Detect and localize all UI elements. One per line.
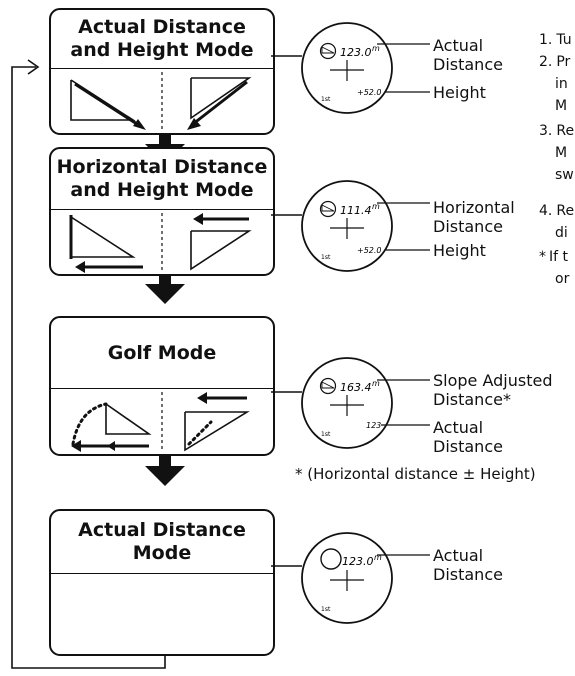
instruction-line: sw (555, 167, 574, 183)
down-arrow-3 (159, 456, 171, 468)
mode-box-horizontal-height: Horizontal Distance and Height Mode (49, 147, 275, 276)
display-sub-value: +52.0 (357, 88, 382, 97)
display-main-value: 163.4 (340, 381, 372, 394)
mode-title: Golf Mode (51, 318, 273, 389)
instruction-line: 2.Pr (539, 54, 571, 70)
footnote: * (Horizontal distance ± Height) (295, 465, 536, 483)
display-unit: m (372, 379, 380, 388)
instruction-line: 3.Re (539, 123, 575, 139)
mode-box-actual-height: Actual Distance and Height Mode (49, 8, 275, 135)
target-circle-icon (319, 42, 337, 60)
down-arrow-3-head (145, 466, 185, 486)
label-height-1: Height (433, 83, 486, 102)
instruction-line: *If t (539, 249, 568, 265)
horizontal-slope-down-icon (190, 213, 252, 271)
down-arrow-1 (159, 134, 171, 146)
actual-slope-down-icon (187, 77, 252, 130)
golf-shot-down-icon (184, 392, 250, 452)
instruction-line: 1.Tu (539, 32, 572, 48)
instruction-line: di (555, 225, 568, 241)
viewfinder-display-4: 123.0 m 1st (271, 532, 430, 624)
instruction-line: 4.Re (539, 203, 575, 219)
display-unit: m (374, 553, 382, 562)
label-horizontal-distance: Horizontal Distance (433, 198, 515, 236)
display-sub-value: 123 (366, 421, 381, 430)
instruction-line: M (555, 145, 568, 161)
mode-icons (51, 70, 273, 133)
display-main-value: 123.0 (340, 46, 372, 59)
viewfinder-display-1: 123.0 m +52.0 1st (271, 22, 430, 114)
display-main-value: 123.0 (342, 555, 374, 568)
display-tag: 1st (321, 431, 331, 438)
down-arrow-2 (159, 274, 171, 286)
display-main-value: 111.4 (340, 204, 372, 217)
slope-indicator-icon (321, 46, 335, 54)
viewfinder-display-2: 111.4 m +52.0 1st (271, 180, 430, 272)
instruction-line: in (555, 76, 568, 92)
display-tag: 1st (321, 606, 331, 613)
target-circle-icon (319, 377, 337, 395)
mode-title-text: Actual Distance and Height Mode (70, 16, 254, 61)
display-unit: m (372, 44, 380, 53)
mode-title-text: Actual Distance Mode (78, 519, 246, 564)
mode-title: Horizontal Distance and Height Mode (51, 149, 273, 210)
down-arrow-2-head (145, 284, 185, 304)
mode-icons (51, 211, 273, 274)
mode-title-text: Horizontal Distance and Height Mode (56, 156, 268, 201)
golf-shot-up-icon (71, 402, 152, 452)
instruction-line: M (555, 98, 568, 114)
display-tag: 1st (321, 96, 331, 103)
mode-title: Actual Distance and Height Mode (51, 10, 273, 69)
mode-box-golf: Golf Mode (49, 316, 275, 456)
slope-indicator-icon (321, 381, 335, 389)
actual-slope-up-icon (70, 79, 146, 130)
horizontal-slope-up-icon (69, 215, 143, 273)
slope-indicator-icon (321, 204, 335, 212)
viewfinder-display-3: 163.4 m 123 1st (271, 357, 430, 449)
label-height-2: Height (433, 241, 486, 260)
label-actual-distance-3: Actual Distance (433, 418, 503, 456)
mode-icons (51, 390, 273, 454)
target-circle-icon (320, 548, 342, 570)
mode-box-actual-distance: Actual Distance Mode (49, 509, 275, 656)
instruction-line: or (555, 271, 570, 287)
label-slope-adjusted-distance: Slope Adjusted Distance* (433, 371, 553, 409)
label-actual-distance-4: Actual Distance (433, 546, 503, 584)
display-tag: 1st (321, 254, 331, 261)
display-unit: m (372, 202, 380, 211)
target-circle-icon (319, 200, 337, 218)
mode-title-text: Golf Mode (107, 341, 217, 364)
display-sub-value: +52.0 (357, 246, 382, 255)
mode-title: Actual Distance Mode (51, 511, 273, 574)
label-actual-distance-1: Actual Distance (433, 36, 503, 74)
